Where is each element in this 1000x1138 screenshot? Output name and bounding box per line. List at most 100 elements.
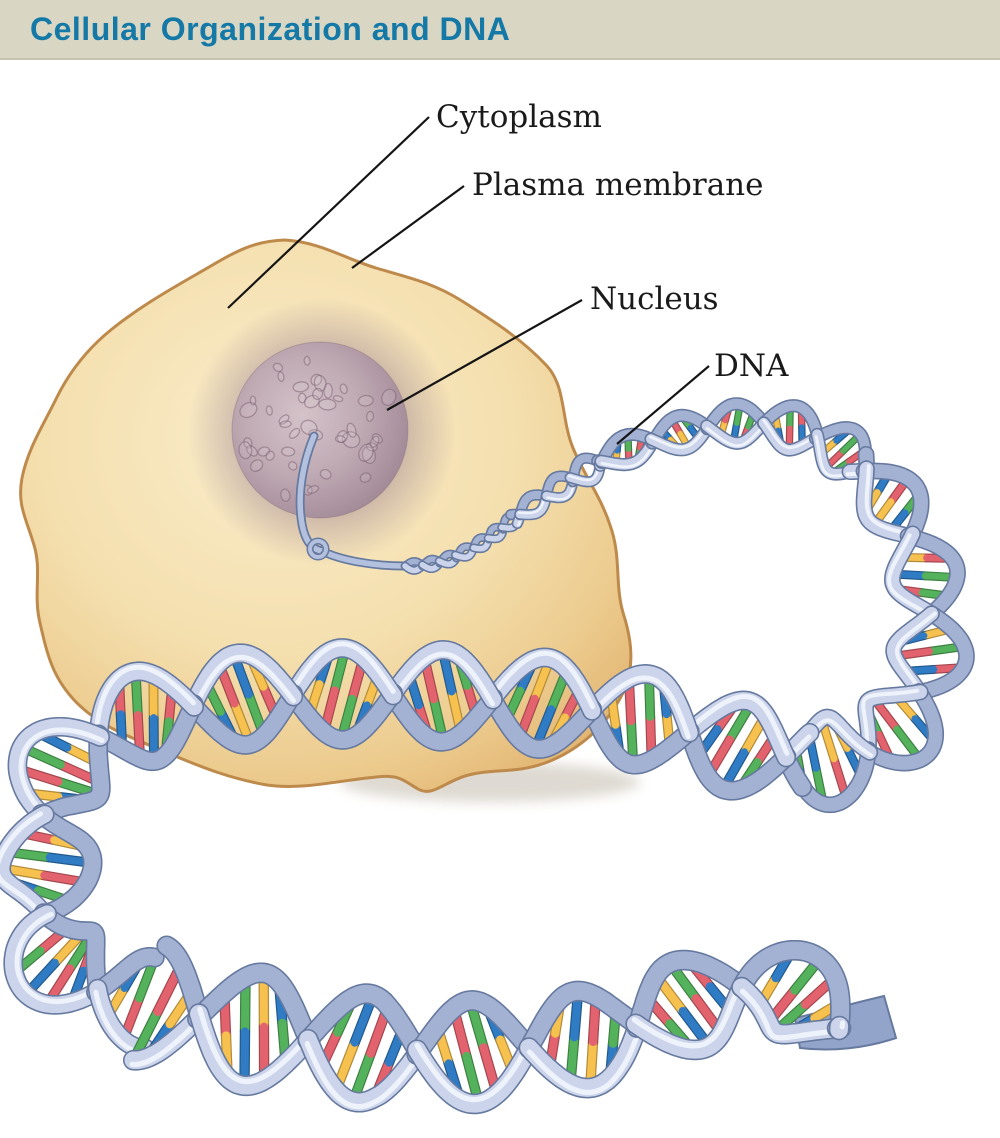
title-bar: Cellular Organization and DNA [0, 0, 1000, 60]
dna-ribbon-strand [581, 698, 699, 773]
nucleus-dimple [339, 383, 348, 395]
nucleus-dimple [365, 410, 375, 422]
dna-ribbon-highlight [861, 688, 920, 754]
dna-ribbon-strand [33, 805, 101, 924]
dna-ribbon-highlight [762, 418, 822, 450]
dna-ribbon-strand [520, 1014, 647, 1097]
dna-ribbon-strand [646, 420, 715, 455]
nucleus-dimple [238, 441, 253, 460]
dna-ribbon-strand [408, 1035, 540, 1113]
dna-ribbon-strand [595, 435, 659, 470]
dna-ribbon-strand [566, 461, 605, 486]
dna-ribbon-strand [87, 948, 164, 1001]
dna-ribbon-highlight [414, 1037, 534, 1103]
dna-ribbon-strand [857, 464, 928, 545]
dna-ribbon-strand [188, 964, 319, 1053]
dna-ribbon-strand [581, 665, 698, 741]
dna-ribbon-highlight [288, 641, 396, 697]
dna-ribbon-strand [901, 529, 965, 624]
nucleus-dimple [357, 394, 374, 407]
dna-ribbon-highlight [887, 533, 934, 619]
dna-ribbon-strand [628, 951, 754, 1037]
dna-ribbon-highlight [93, 664, 196, 738]
nucleus-dimple [280, 488, 291, 502]
nucleus-dimple [318, 398, 337, 411]
dna-ribbon-strand [758, 400, 824, 444]
dna-ribbon-strand [796, 742, 876, 812]
dna-ribbon-highlight [546, 478, 576, 501]
label-cytoplasm: Cytoplasm [436, 99, 602, 135]
dna-ribbon-strand [596, 429, 659, 468]
leader-line-cytoplasm [227, 116, 430, 309]
dna-ribbon-highlight [0, 811, 46, 919]
nucleus-dimple [280, 446, 296, 457]
nucleus-dimple [292, 381, 310, 393]
nucleus-dimple [303, 355, 311, 366]
dna-ribbon-highlight [190, 654, 296, 715]
dna-ribbon-highlight [648, 421, 711, 449]
dna-ribbon-strand [282, 639, 402, 706]
nucleus-dimple [369, 435, 380, 448]
dna-ribbon-highlight [129, 1017, 203, 1068]
nucleus-dimple [319, 468, 332, 480]
dna-ribbon-strand [732, 941, 850, 1039]
dna-ribbon-strand [885, 527, 942, 623]
nucleus-dimples [238, 355, 397, 502]
dna-ribbon-strand [701, 415, 772, 449]
dna-ribbon-highlight [14, 911, 104, 1005]
nucleus-dimple [272, 362, 284, 373]
page-title: Cellular Organization and DNA [30, 10, 511, 47]
dna-ribbon-strand [857, 461, 919, 544]
dna-ribbon-strand [183, 644, 302, 717]
dna-ribbon-strand [408, 991, 541, 1064]
dna-ribbon-highlight [739, 988, 841, 1041]
dna-ribbon-strand [909, 607, 974, 700]
dna-ribbon-strand [90, 662, 203, 747]
dna-ribbon-highlight [304, 1040, 422, 1110]
nucleus-dimple [332, 395, 344, 403]
dna-ribbon-strand [182, 685, 302, 754]
nucleus-dimple [249, 395, 257, 406]
dna-ribbon-strand [679, 720, 795, 800]
dna-ribbon-strand [520, 982, 648, 1058]
dna-ribbon-highlight [685, 694, 790, 756]
label-dna: DNA [714, 348, 789, 384]
nucleus-dimple [359, 472, 372, 483]
label-nucleus: Nucleus [590, 281, 719, 317]
dna-ribbon-highlight [806, 718, 874, 758]
artwork-layer [0, 238, 975, 1115]
dna-ribbon-highlight [18, 727, 105, 820]
dna-ribbon-highlight [526, 1025, 643, 1096]
dna-ribbon-highlight [388, 651, 496, 707]
dna-ribbon-strand [702, 398, 771, 434]
nucleus-dimple [346, 422, 357, 438]
chromatin-curl [308, 539, 328, 559]
nucleus-dimple [288, 461, 298, 471]
chromatin-strand [297, 433, 408, 569]
nucleus-dimple [300, 419, 318, 436]
dna-ribbon-strand [382, 641, 502, 708]
nucleus-dimple [265, 405, 273, 416]
dna-ribbon-strand [87, 695, 202, 770]
nucleus [231, 341, 409, 519]
dna-ribbon-strand [35, 904, 107, 1002]
leader-lines [227, 116, 710, 445]
dna-ribbon-highlight [631, 976, 746, 1049]
dna-ribbon-strand [482, 687, 601, 758]
dna-ribbon-strand [157, 937, 209, 1027]
dna-ribbon-strand [4, 905, 108, 1014]
dna-ribbon-strand [32, 726, 110, 825]
nucleus-dimple [239, 401, 258, 419]
nucleus-dimple [288, 427, 301, 439]
dna-ribbon-strand [810, 422, 871, 460]
leader-line-plasma-membrane [351, 185, 465, 269]
dna-ribbon-strand [626, 975, 753, 1059]
nucleus-dimple [265, 450, 275, 461]
labels: Cytoplasm Plasma membrane Nucleus DNA [436, 99, 789, 384]
dna-ribbon-strand [382, 683, 502, 751]
dna-ribbon-highlight [864, 464, 917, 538]
leader-line-nucleus [386, 299, 583, 411]
dna-ribbon-highlight [488, 650, 596, 710]
